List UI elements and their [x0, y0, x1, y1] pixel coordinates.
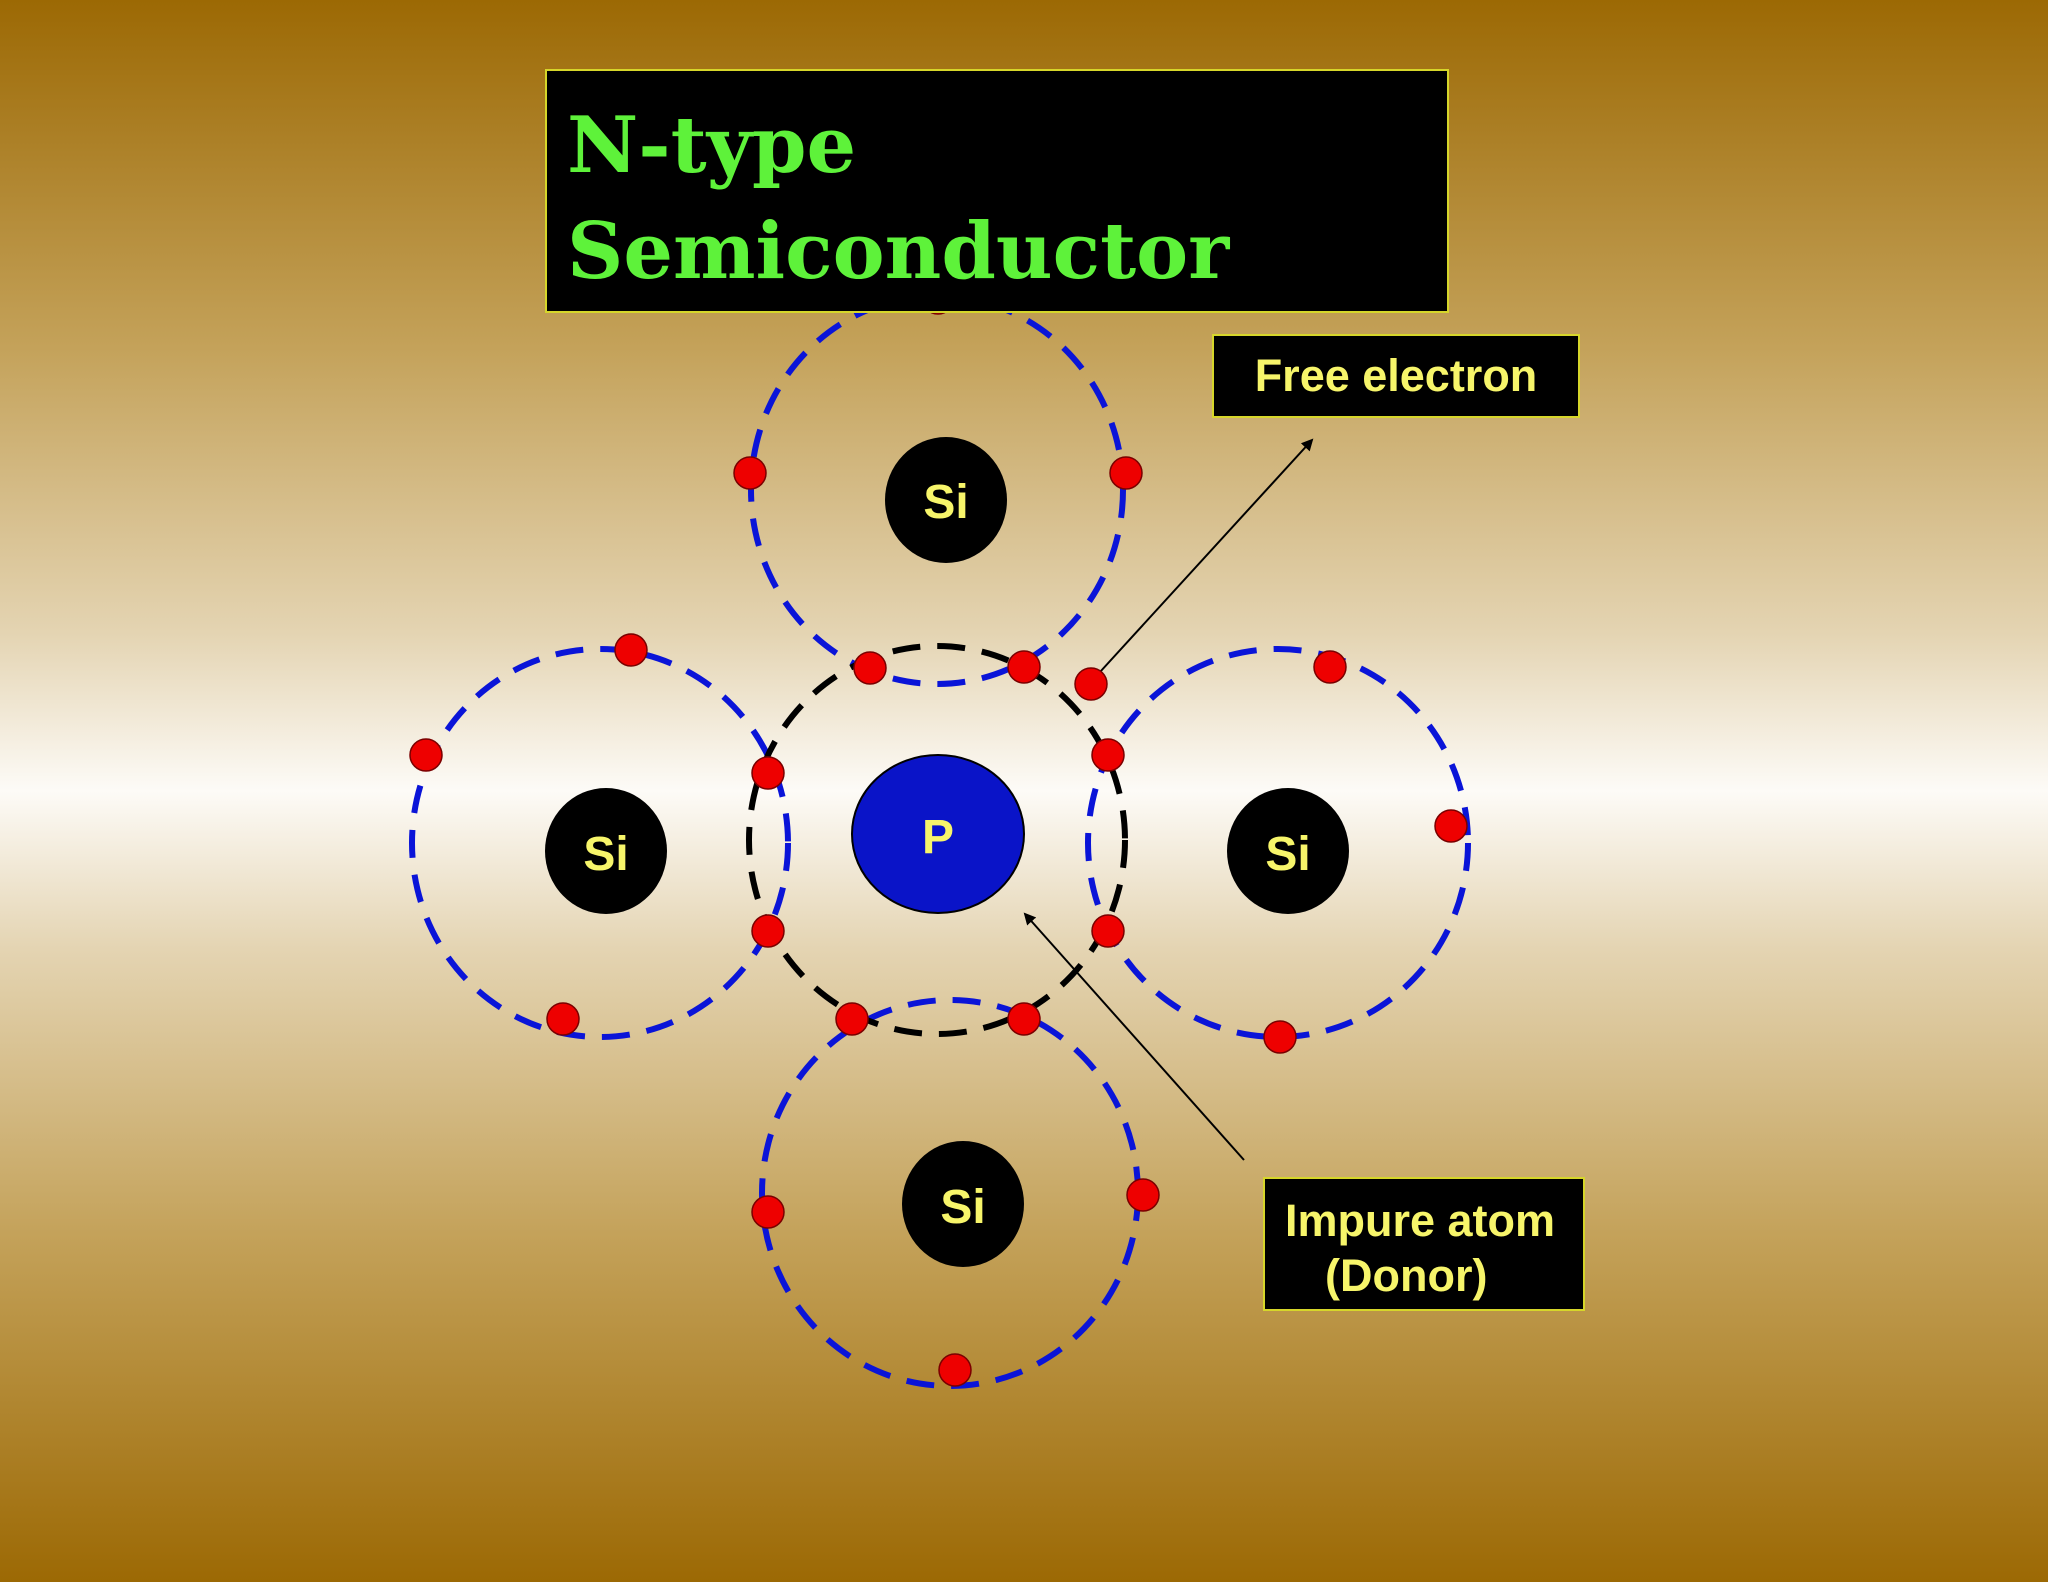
electron [614, 633, 648, 667]
orbit-si-right [1085, 646, 1471, 1040]
electron [751, 1195, 785, 1229]
atom-label-p: P [922, 811, 954, 864]
electron [1091, 914, 1125, 948]
impure-atom-label: Impure atom (Donor) [1263, 1177, 1585, 1311]
electron [1109, 456, 1143, 490]
atom-label-si-right: Si [1265, 828, 1310, 881]
electron [546, 1002, 580, 1036]
free-electron-label: Free electron [1212, 334, 1580, 418]
title-box: N-type Semiconductor [545, 69, 1449, 313]
atom-label-si-top: Si [923, 476, 968, 529]
atom-label-si-left: Si [583, 828, 628, 881]
electron [1007, 1002, 1041, 1036]
electron [853, 651, 887, 685]
electron [1313, 650, 1347, 684]
free-electron [1074, 667, 1108, 701]
orbit-si-left [409, 646, 791, 1040]
title-line-2: Semiconductor [567, 206, 1230, 297]
electron [1434, 809, 1468, 843]
nucleus-si-left [545, 788, 667, 914]
orbit-si-top [748, 293, 1126, 687]
electron [733, 456, 767, 490]
nucleus-p [851, 754, 1025, 914]
nucleus-si-top [885, 437, 1007, 563]
nucleus-si-right [1227, 788, 1349, 914]
nucleus-si-bottom [902, 1141, 1024, 1267]
electron [751, 914, 785, 948]
electron [1126, 1178, 1160, 1212]
electron [938, 1353, 972, 1387]
free-electron-arrow [1099, 438, 1314, 673]
electron [751, 756, 785, 790]
electron [1091, 738, 1125, 772]
free-electron-label-text: Free electron [1254, 350, 1538, 401]
impure-atom-label-line-1: Impure atom [1285, 1195, 1556, 1246]
electron [1007, 650, 1041, 684]
electron [835, 1002, 869, 1036]
orbit-p [746, 643, 1128, 1037]
title-line-1: N-type [567, 100, 857, 191]
electron [1263, 1020, 1297, 1054]
impure-atom-label-line-2: (Donor) [1325, 1250, 1488, 1301]
electron [409, 738, 443, 772]
atom-label-si-bottom: Si [940, 1181, 985, 1234]
impure-atom-arrow [1023, 912, 1245, 1161]
